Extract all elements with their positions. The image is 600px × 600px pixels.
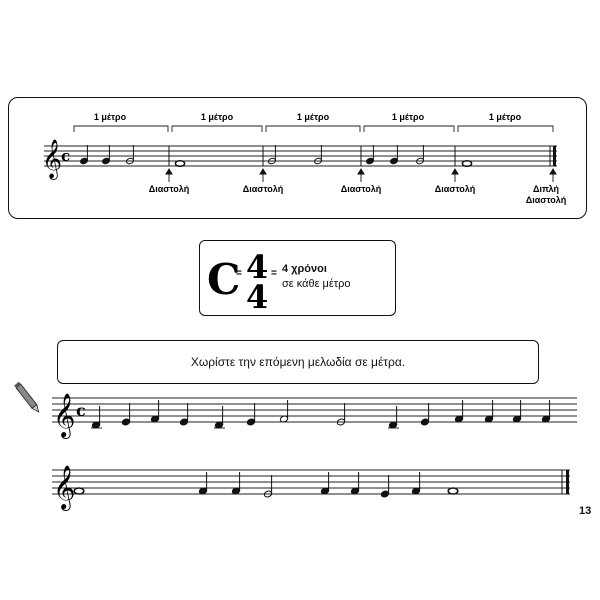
double-barline-label: Διαστολή <box>526 195 566 205</box>
top-staff <box>44 145 557 167</box>
treble-clef-icon: 𝄞 <box>53 393 75 439</box>
time-signature-numerator: 4 <box>246 248 268 286</box>
pencil-icon <box>14 381 40 413</box>
top-barlines <box>168 146 551 166</box>
per-measure-text: σε κάθε μέτρο <box>282 278 351 290</box>
common-time-symbol: C <box>207 255 240 304</box>
measure-label: 1 μέτρο <box>201 112 234 122</box>
barline-label: Διαστολή <box>435 184 475 194</box>
final-barline <box>553 146 556 166</box>
beats-per-measure: 4 χρόνοι <box>282 263 327 275</box>
treble-clef-icon: 𝄞 <box>42 139 62 180</box>
barline-label: Διαστολή <box>243 184 283 194</box>
time-signature-denominator: 4 <box>246 278 268 316</box>
measure-brackets <box>73 125 554 132</box>
exercise-notes-2 <box>73 472 459 498</box>
equals-sign: = <box>236 268 242 279</box>
top-notes <box>80 145 473 168</box>
treble-clef-icon: 𝄞 <box>53 465 75 511</box>
instruction-box: Χωρίστε την επόμενη μελωδία σε μέτρα. <box>57 340 539 384</box>
common-time-icon: c <box>76 401 86 420</box>
measure-label: 1 μέτρο <box>489 112 522 122</box>
page-number: 13 <box>579 505 592 517</box>
time-signature-description: 4 χρόνοι σε κάθε μέτρο <box>282 262 351 292</box>
exercise-notes-1 <box>91 400 551 429</box>
final-barline <box>566 470 569 494</box>
example-panel <box>8 97 587 219</box>
time-signature-box <box>199 240 396 316</box>
measure-label: 1 μέτρο <box>297 112 330 122</box>
barline-arrows <box>165 168 557 182</box>
equals-sign: = <box>271 268 277 279</box>
barline-label: Διαστολή <box>149 184 189 194</box>
barline-label: Διαστολή <box>341 184 381 194</box>
exercise-staff-2 <box>52 469 570 495</box>
common-time-icon: c <box>61 147 70 165</box>
instruction-text: Χωρίστε την επόμενη μελωδία σε μέτρα. <box>190 355 406 369</box>
measure-label: 1 μέτρο <box>94 112 127 122</box>
exercise-staff-1 <box>52 397 577 423</box>
double-barline-label: Διπλή <box>533 184 559 194</box>
measure-label: 1 μέτρο <box>392 112 425 122</box>
